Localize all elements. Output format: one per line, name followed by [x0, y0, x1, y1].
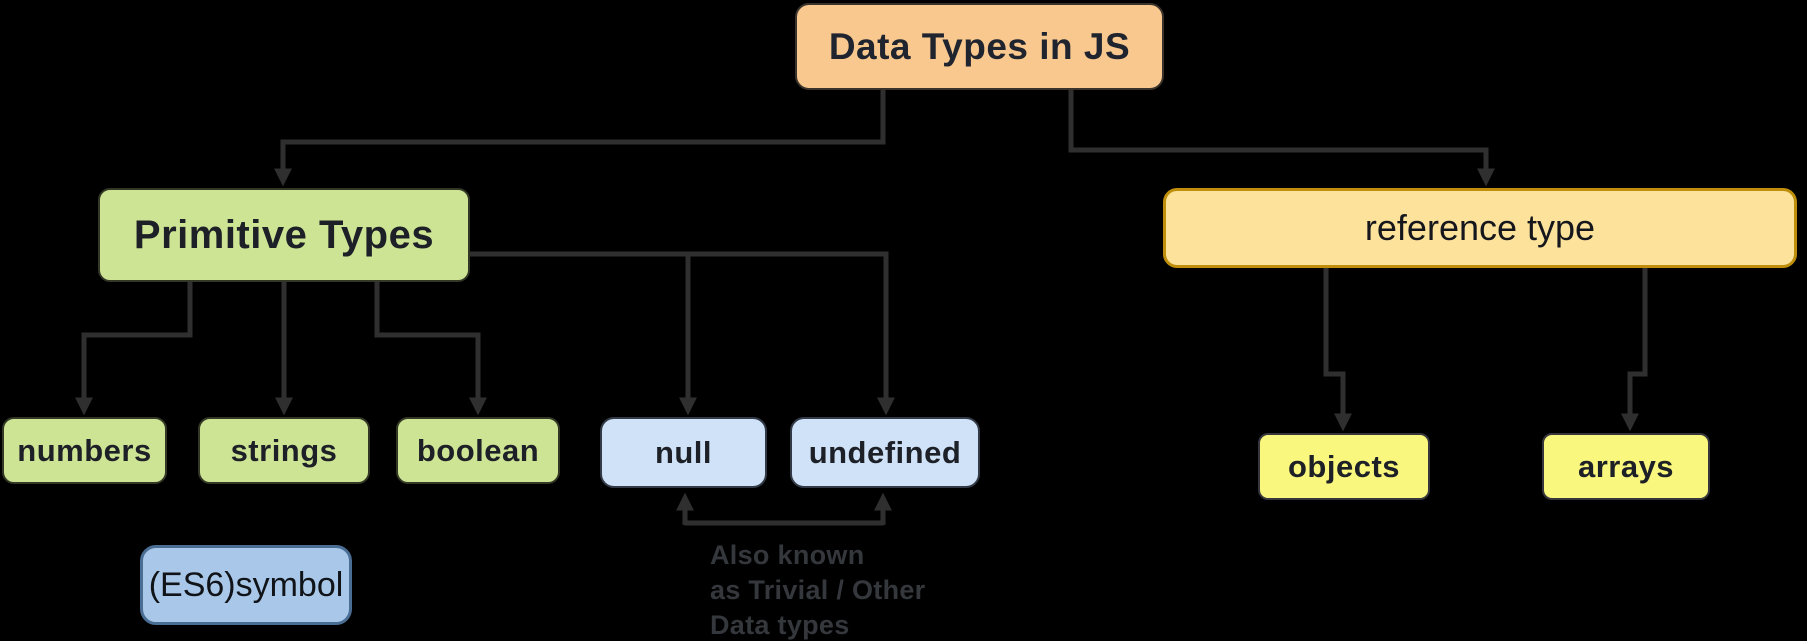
- node-objects: objects: [1258, 433, 1430, 500]
- node-label: Data Types in JS: [828, 25, 1131, 67]
- node-label: boolean: [416, 432, 540, 468]
- annotation-line: Data types: [710, 610, 850, 640]
- node-data-types-in-js: Data Types in JS: [795, 3, 1164, 90]
- node-label: objects: [1287, 448, 1401, 484]
- edge-primitive-boolean: [374, 282, 487, 416]
- edge-root-reference: [1068, 90, 1495, 187]
- node-label: numbers: [17, 432, 152, 468]
- node-undefined: undefined: [790, 417, 980, 488]
- node-reference-type: reference type: [1163, 188, 1797, 268]
- node-label: arrays: [1577, 448, 1675, 484]
- node-numbers: numbers: [2, 417, 167, 484]
- node-label: Primitive Types: [133, 212, 435, 257]
- node-label: reference type: [1364, 207, 1596, 248]
- node-label: (ES6)symbol: [148, 565, 344, 604]
- edge-primitive-numbers: [75, 282, 193, 416]
- node-es6-symbol: (ES6)symbol: [140, 545, 352, 625]
- node-label: undefined: [808, 434, 962, 470]
- edge-root-primitive: [274, 90, 886, 187]
- annotation-line: Also known: [710, 540, 865, 570]
- node-boolean: boolean: [396, 417, 560, 484]
- annotation-note: Also known as Trivial / Other Data types: [710, 538, 990, 641]
- node-strings: strings: [198, 417, 370, 484]
- node-primitive-types: Primitive Types: [98, 188, 470, 282]
- edge-primitive-undefined: [470, 251, 895, 416]
- node-arrays: arrays: [1542, 433, 1710, 500]
- edge-reference-objects: [1323, 268, 1352, 432]
- annotation-line: as Trivial / Other: [710, 575, 926, 605]
- node-label: null: [654, 434, 713, 470]
- node-label: strings: [230, 432, 338, 468]
- edge-reference-arrays: [1621, 268, 1648, 432]
- node-null: null: [600, 417, 767, 488]
